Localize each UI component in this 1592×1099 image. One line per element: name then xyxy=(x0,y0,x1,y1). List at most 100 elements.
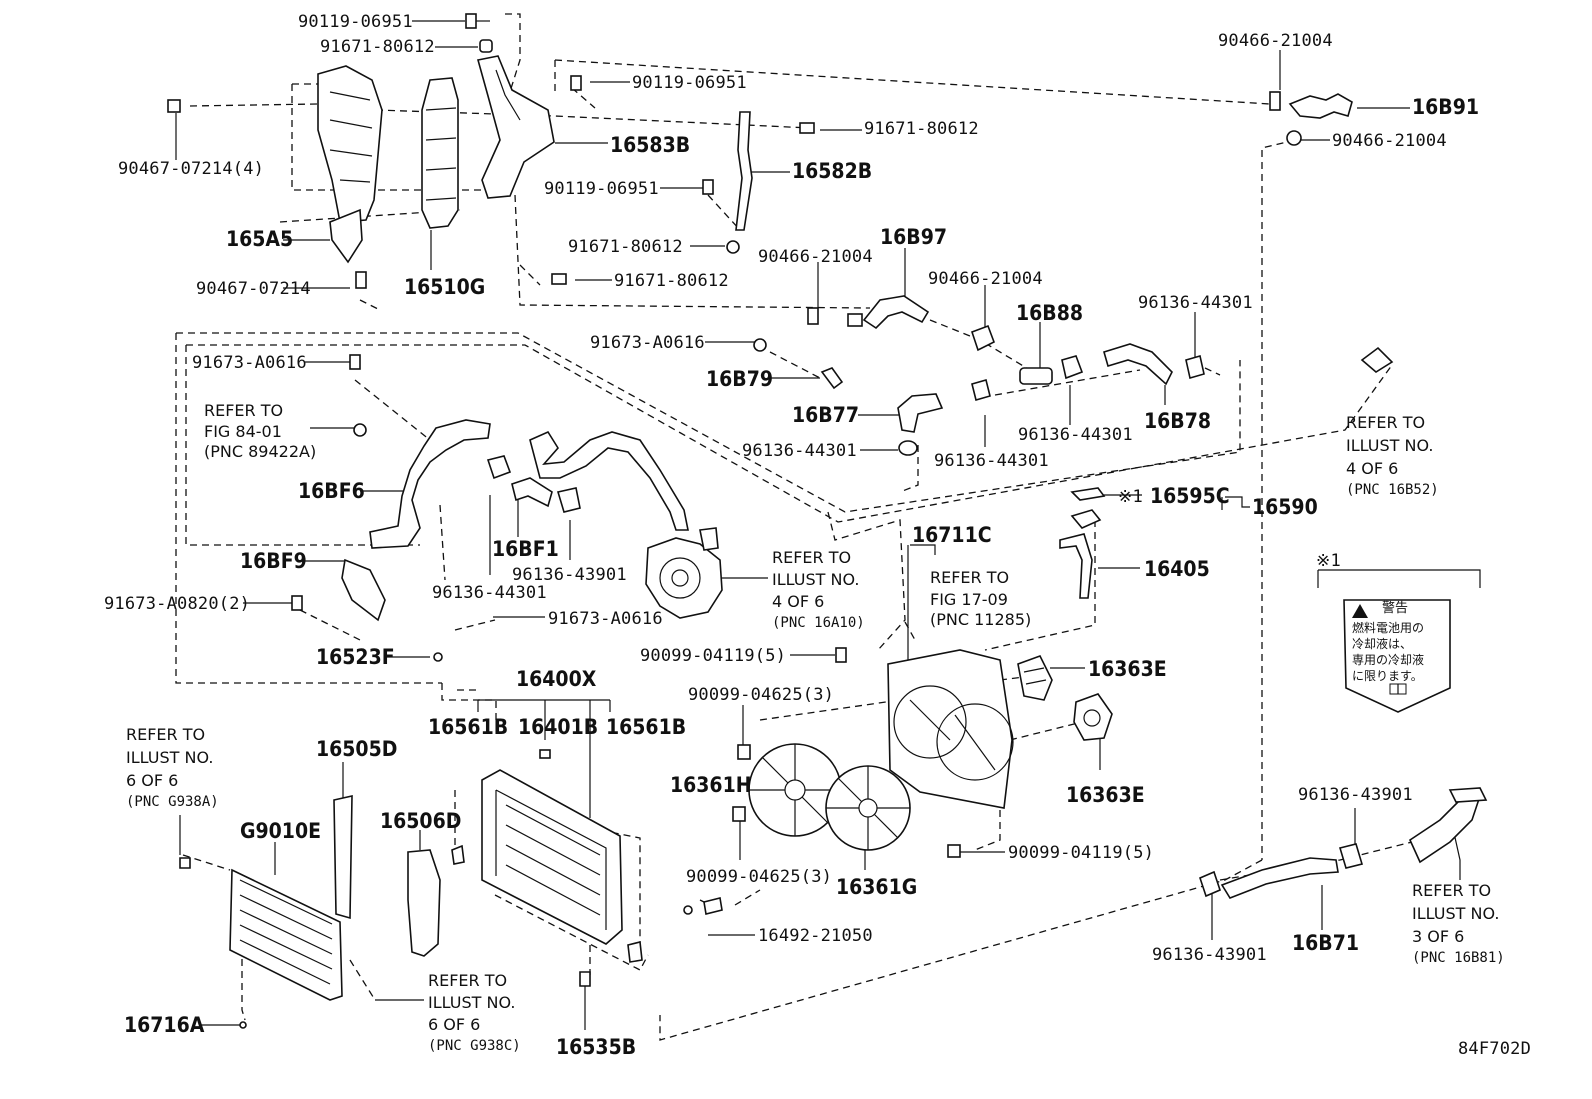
callout-90466-21004-right: 90466-21004 xyxy=(1332,131,1447,151)
bolt-icon xyxy=(732,806,746,822)
note-mark-inline: ※1 xyxy=(1118,487,1143,507)
radiator-16400x xyxy=(451,749,643,987)
callout-16b97: 16B97 xyxy=(880,225,947,249)
callout-91673-a0616-mid: 91673-A0616 xyxy=(590,333,705,353)
ref-illust-16a10: REFER TO ILLUST NO. 4 OF 6 (PNC 16A10) xyxy=(772,548,865,631)
note-mark-label: ※1 xyxy=(1316,551,1341,571)
callout-16505d: 16505D xyxy=(316,737,397,761)
callout-g9010e: G9010E xyxy=(240,819,321,843)
callout-16590: 16590 xyxy=(1252,495,1318,519)
svg-text:ILLUST NO.: ILLUST NO. xyxy=(1412,904,1499,923)
svg-text:REFER TO: REFER TO xyxy=(930,568,1009,587)
callout-90099-04119-5-top: 90099-04119(5) xyxy=(640,646,786,666)
bolt-icon xyxy=(702,179,714,195)
bolt-icon xyxy=(570,75,582,91)
svg-text:(PNC G938C): (PNC G938C) xyxy=(428,1038,521,1054)
svg-text:(PNC G938A): (PNC G938A) xyxy=(126,794,219,810)
svg-text:REFER TO: REFER TO xyxy=(428,971,507,990)
callout-90119-06951-mid: 90119-06951 xyxy=(632,73,747,93)
callout-96136-44301-lower: 96136-44301 xyxy=(432,583,547,603)
callout-90467-07214-4: 90467-07214(4) xyxy=(118,159,264,179)
callout-16595c: 16595C xyxy=(1150,484,1230,508)
callout-90466-21004-left: 90466-21004 xyxy=(758,247,873,267)
callout-90466-21004-mid: 90466-21004 xyxy=(928,269,1043,289)
callout-16400x: 16400X xyxy=(516,667,597,691)
warning-label: 警告 燃料電池用の 冷却液は、 専用の冷却液 に限ります。 xyxy=(1343,599,1451,713)
bolt-icon xyxy=(465,13,490,29)
callout-16bf9: 16BF9 xyxy=(240,549,307,573)
callout-16363e-top: 16363E xyxy=(1088,657,1167,681)
svg-text:4 OF 6: 4 OF 6 xyxy=(772,592,824,611)
reserve-tank-16510g xyxy=(421,77,459,229)
parts xyxy=(167,13,1488,1029)
diagram-id: 84F702D xyxy=(1458,1039,1531,1059)
callout-90099-04625-3-top: 90099-04625(3) xyxy=(688,685,834,705)
callout-90467-07214: 90467-07214 xyxy=(196,279,311,299)
svg-text:ILLUST NO.: ILLUST NO. xyxy=(126,748,213,767)
hose-16b77 xyxy=(897,379,991,456)
svg-text:(PNC 16B52): (PNC 16B52) xyxy=(1346,482,1439,498)
callout-16363e-bottom: 16363E xyxy=(1066,783,1145,807)
drain-cock-16492 xyxy=(683,897,723,915)
callout-16bf6: 16BF6 xyxy=(298,479,365,503)
callout-91671-80612-right: 91671-80612 xyxy=(864,119,979,139)
hose-16bf1 xyxy=(486,455,581,513)
callout-16361h: 16361H xyxy=(670,773,752,797)
pipe-16b52-end xyxy=(1360,346,1394,373)
svg-text:4 OF 6: 4 OF 6 xyxy=(1346,459,1398,478)
clip-icon xyxy=(167,99,181,113)
callout-16716a: 16716A xyxy=(124,1013,205,1037)
ref-fig-17-09: REFER TO FIG 17-09 (PNC 11285) xyxy=(930,568,1031,629)
callout-91671-80612-bottom: 91671-80612 xyxy=(614,271,729,291)
callout-16b79: 16B79 xyxy=(706,367,773,391)
callout-16523f: 16523F xyxy=(316,645,395,669)
bolt-icon xyxy=(947,844,961,858)
fan-motor-16363e xyxy=(1017,655,1053,701)
pipe-16b88 xyxy=(1019,354,1205,385)
bracket-16bf9 xyxy=(291,558,386,622)
svg-text:REFER TO: REFER TO xyxy=(1412,881,1491,900)
ref-illust-g938c: REFER TO ILLUST NO. 6 OF 6 (PNC G938C) xyxy=(428,971,521,1054)
callout-165a5: 165A5 xyxy=(226,227,293,251)
clip-icon xyxy=(355,271,367,289)
svg-text:6 OF 6: 6 OF 6 xyxy=(126,771,178,790)
callout-91673-a0820-2: 91673-A0820(2) xyxy=(104,594,250,614)
fan-shroud-16711c xyxy=(887,649,1014,809)
callout-96136-44301-top: 96136-44301 xyxy=(1138,293,1253,313)
svg-text:6 OF 6: 6 OF 6 xyxy=(428,1015,480,1034)
callout-16510g: 16510G xyxy=(404,275,485,299)
bolt-icon xyxy=(835,647,847,663)
callout-16b71: 16B71 xyxy=(1292,931,1359,955)
callout-16401b: 16401B xyxy=(518,715,598,739)
hose-16b78 xyxy=(1103,343,1173,386)
svg-text:FIG 84-01: FIG 84-01 xyxy=(204,422,282,441)
bracket-16405 xyxy=(1059,533,1093,599)
ref-illust-16b81: REFER TO ILLUST NO. 3 OF 6 (PNC 16B81) xyxy=(1412,881,1505,966)
bracket-16506d xyxy=(407,849,441,957)
callout-91673-a0616-lower: 91673-A0616 xyxy=(548,609,663,629)
callout-16582b: 16582B xyxy=(792,159,872,183)
callout-96136-44301-center: 96136-44301 xyxy=(934,451,1049,471)
callout-91671-80612-top: 91671-80612 xyxy=(320,37,435,57)
svg-text:(PNC 16B81): (PNC 16B81) xyxy=(1412,950,1505,966)
bracket-16b79 xyxy=(753,338,844,390)
svg-text:(PNC 16A10): (PNC 16A10) xyxy=(772,615,865,631)
hose-16b71 xyxy=(1199,843,1364,899)
callout-16535b: 16535B xyxy=(556,1035,636,1059)
callout-96136-44301-left: 96136-44301 xyxy=(742,441,857,461)
hose-16b97 xyxy=(807,295,996,352)
callout-16b88: 16B88 xyxy=(1016,301,1083,325)
callout-91671-80612-lower: 91671-80612 xyxy=(568,237,683,257)
svg-text:REFER TO: REFER TO xyxy=(772,548,851,567)
callout-91673-a0616-left: 91673-A0616 xyxy=(192,353,307,373)
bolt-icon xyxy=(737,744,751,760)
callouts: 90119-06951 91671-80612 90467-07214(4) 1… xyxy=(104,12,1531,1059)
callout-96136-44301-right: 96136-44301 xyxy=(1018,425,1133,445)
svg-text:3 OF 6: 3 OF 6 xyxy=(1412,927,1464,946)
callout-16711c: 16711C xyxy=(912,523,992,547)
svg-text:警告: 警告 xyxy=(1382,600,1408,616)
ref-illust-16b52: REFER TO ILLUST NO. 4 OF 6 (PNC 16B52) xyxy=(1346,413,1439,498)
pipe-16b81-connection xyxy=(1408,787,1488,864)
callout-16b77: 16B77 xyxy=(792,403,859,427)
